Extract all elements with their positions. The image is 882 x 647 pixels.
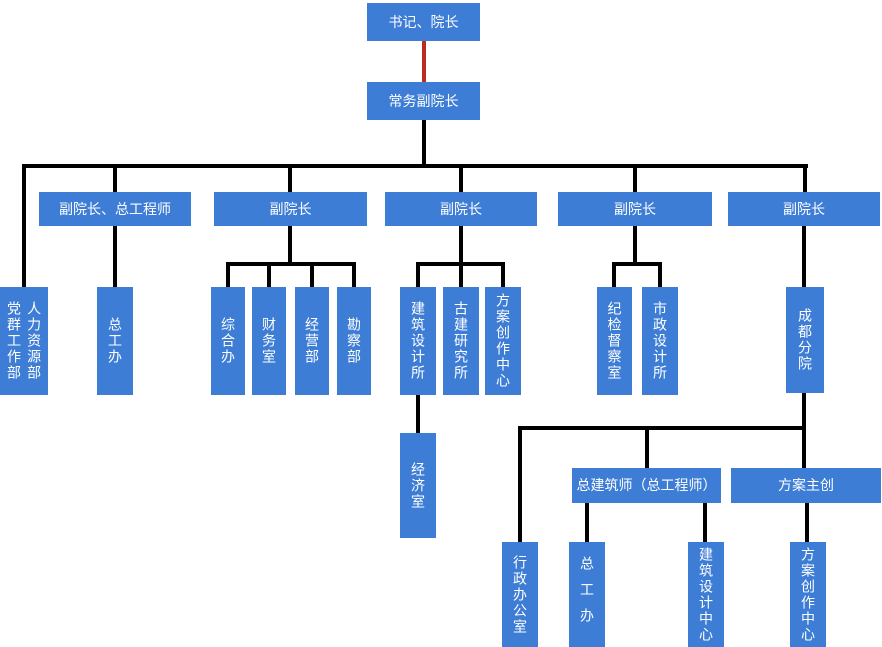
connector-branch2-drop1	[226, 262, 230, 287]
node-chengdu-branch: 成都分院	[786, 287, 824, 393]
connector-drop-branch3	[459, 168, 463, 192]
connector-drop-branch2	[288, 168, 292, 192]
node-vice-dean-4: 副院长	[558, 192, 712, 226]
connector-main-bar	[22, 164, 808, 168]
connector-branch3-drop3	[501, 262, 505, 287]
node-vice-dean-chief-engineer: 副院长、总工程师	[39, 192, 191, 226]
connector-branch4-stem	[633, 226, 637, 266]
connector-branch4-drop1	[612, 262, 616, 287]
connector-branch5-child	[802, 226, 806, 287]
connector-branch1-child	[113, 226, 117, 287]
connector-root-executive-red	[422, 41, 426, 82]
connector-branch4-bar	[612, 262, 662, 266]
node-administrative-office: 行政办公室	[502, 542, 538, 647]
node-vice-dean-3: 副院长	[385, 192, 537, 226]
node-operations-dept: 经营部	[295, 287, 329, 395]
connector-branch2-drop2	[267, 266, 271, 287]
connector-drop-party-hr	[22, 164, 26, 287]
node-scheme-creation-center: 方案创作中心	[485, 287, 521, 395]
connector-chief-architect-drop2	[703, 503, 707, 542]
connector-drop-branch4	[633, 168, 637, 192]
node-ancient-architecture-research: 古建研究所	[443, 287, 479, 395]
connector-chengdu-admin-drop	[518, 426, 522, 542]
connector-branch4-drop2	[658, 262, 662, 287]
node-architectural-design-center: 建筑设计中心	[688, 542, 724, 647]
node-discipline-inspection-office: 纪检督察室	[597, 287, 632, 395]
node-chief-engineer-office: 总工办	[97, 287, 133, 395]
connector-branch3-bar	[416, 262, 505, 266]
node-scheme-lead: 方案主创	[731, 468, 881, 503]
node-architectural-design-institute: 建筑设计所	[400, 287, 436, 395]
node-secretary-dean: 书记、院长	[367, 3, 480, 41]
connector-drop-branch5	[803, 164, 807, 192]
node-survey-dept: 勘察部	[337, 287, 371, 395]
node-general-office: 综合办	[211, 287, 245, 395]
connector-branch3-drop1	[416, 262, 420, 287]
connector-branch2-drop4	[352, 262, 356, 287]
node-chengdu-scheme-creation-center: 方案创作中心	[790, 542, 826, 647]
connector-chengdu-chief-drop	[645, 430, 649, 468]
connector-chengdu-stem	[802, 393, 806, 430]
node-vice-dean-2: 副院长	[214, 192, 367, 226]
connector-chengdu-bar	[518, 426, 806, 430]
node-executive-vice-dean: 常务副院长	[367, 82, 480, 120]
connector-executive-stem	[422, 120, 426, 168]
connector-design-to-economy	[416, 395, 420, 433]
node-finance-office: 财务室	[252, 287, 286, 395]
connector-scheme-lead-drop	[805, 503, 809, 542]
connector-branch3-stem	[459, 226, 463, 266]
node-chengdu-chief-engineer-office: 总工办	[569, 542, 605, 647]
connector-chief-architect-drop1	[585, 503, 589, 542]
node-municipal-design-institute: 市政设计所	[642, 287, 678, 395]
connector-chengdu-scheme-drop	[802, 430, 806, 468]
node-party-hr-departments: 党群工作部 人力资源部	[0, 287, 48, 395]
node-hr-dept-label: 人力资源部	[26, 301, 43, 381]
connector-branch3-drop2	[459, 266, 463, 287]
node-party-mass-dept-label: 党群工作部	[6, 301, 22, 381]
connector-branch2-drop3	[310, 266, 314, 287]
node-chief-architect: 总建筑师（总工程师）	[572, 468, 721, 503]
node-vice-dean-5: 副院长	[728, 192, 880, 226]
node-economy-office: 经济室	[400, 433, 436, 538]
connector-branch2-bar	[226, 262, 356, 266]
connector-drop-branch1	[113, 168, 117, 192]
connector-branch2-stem	[288, 226, 292, 266]
